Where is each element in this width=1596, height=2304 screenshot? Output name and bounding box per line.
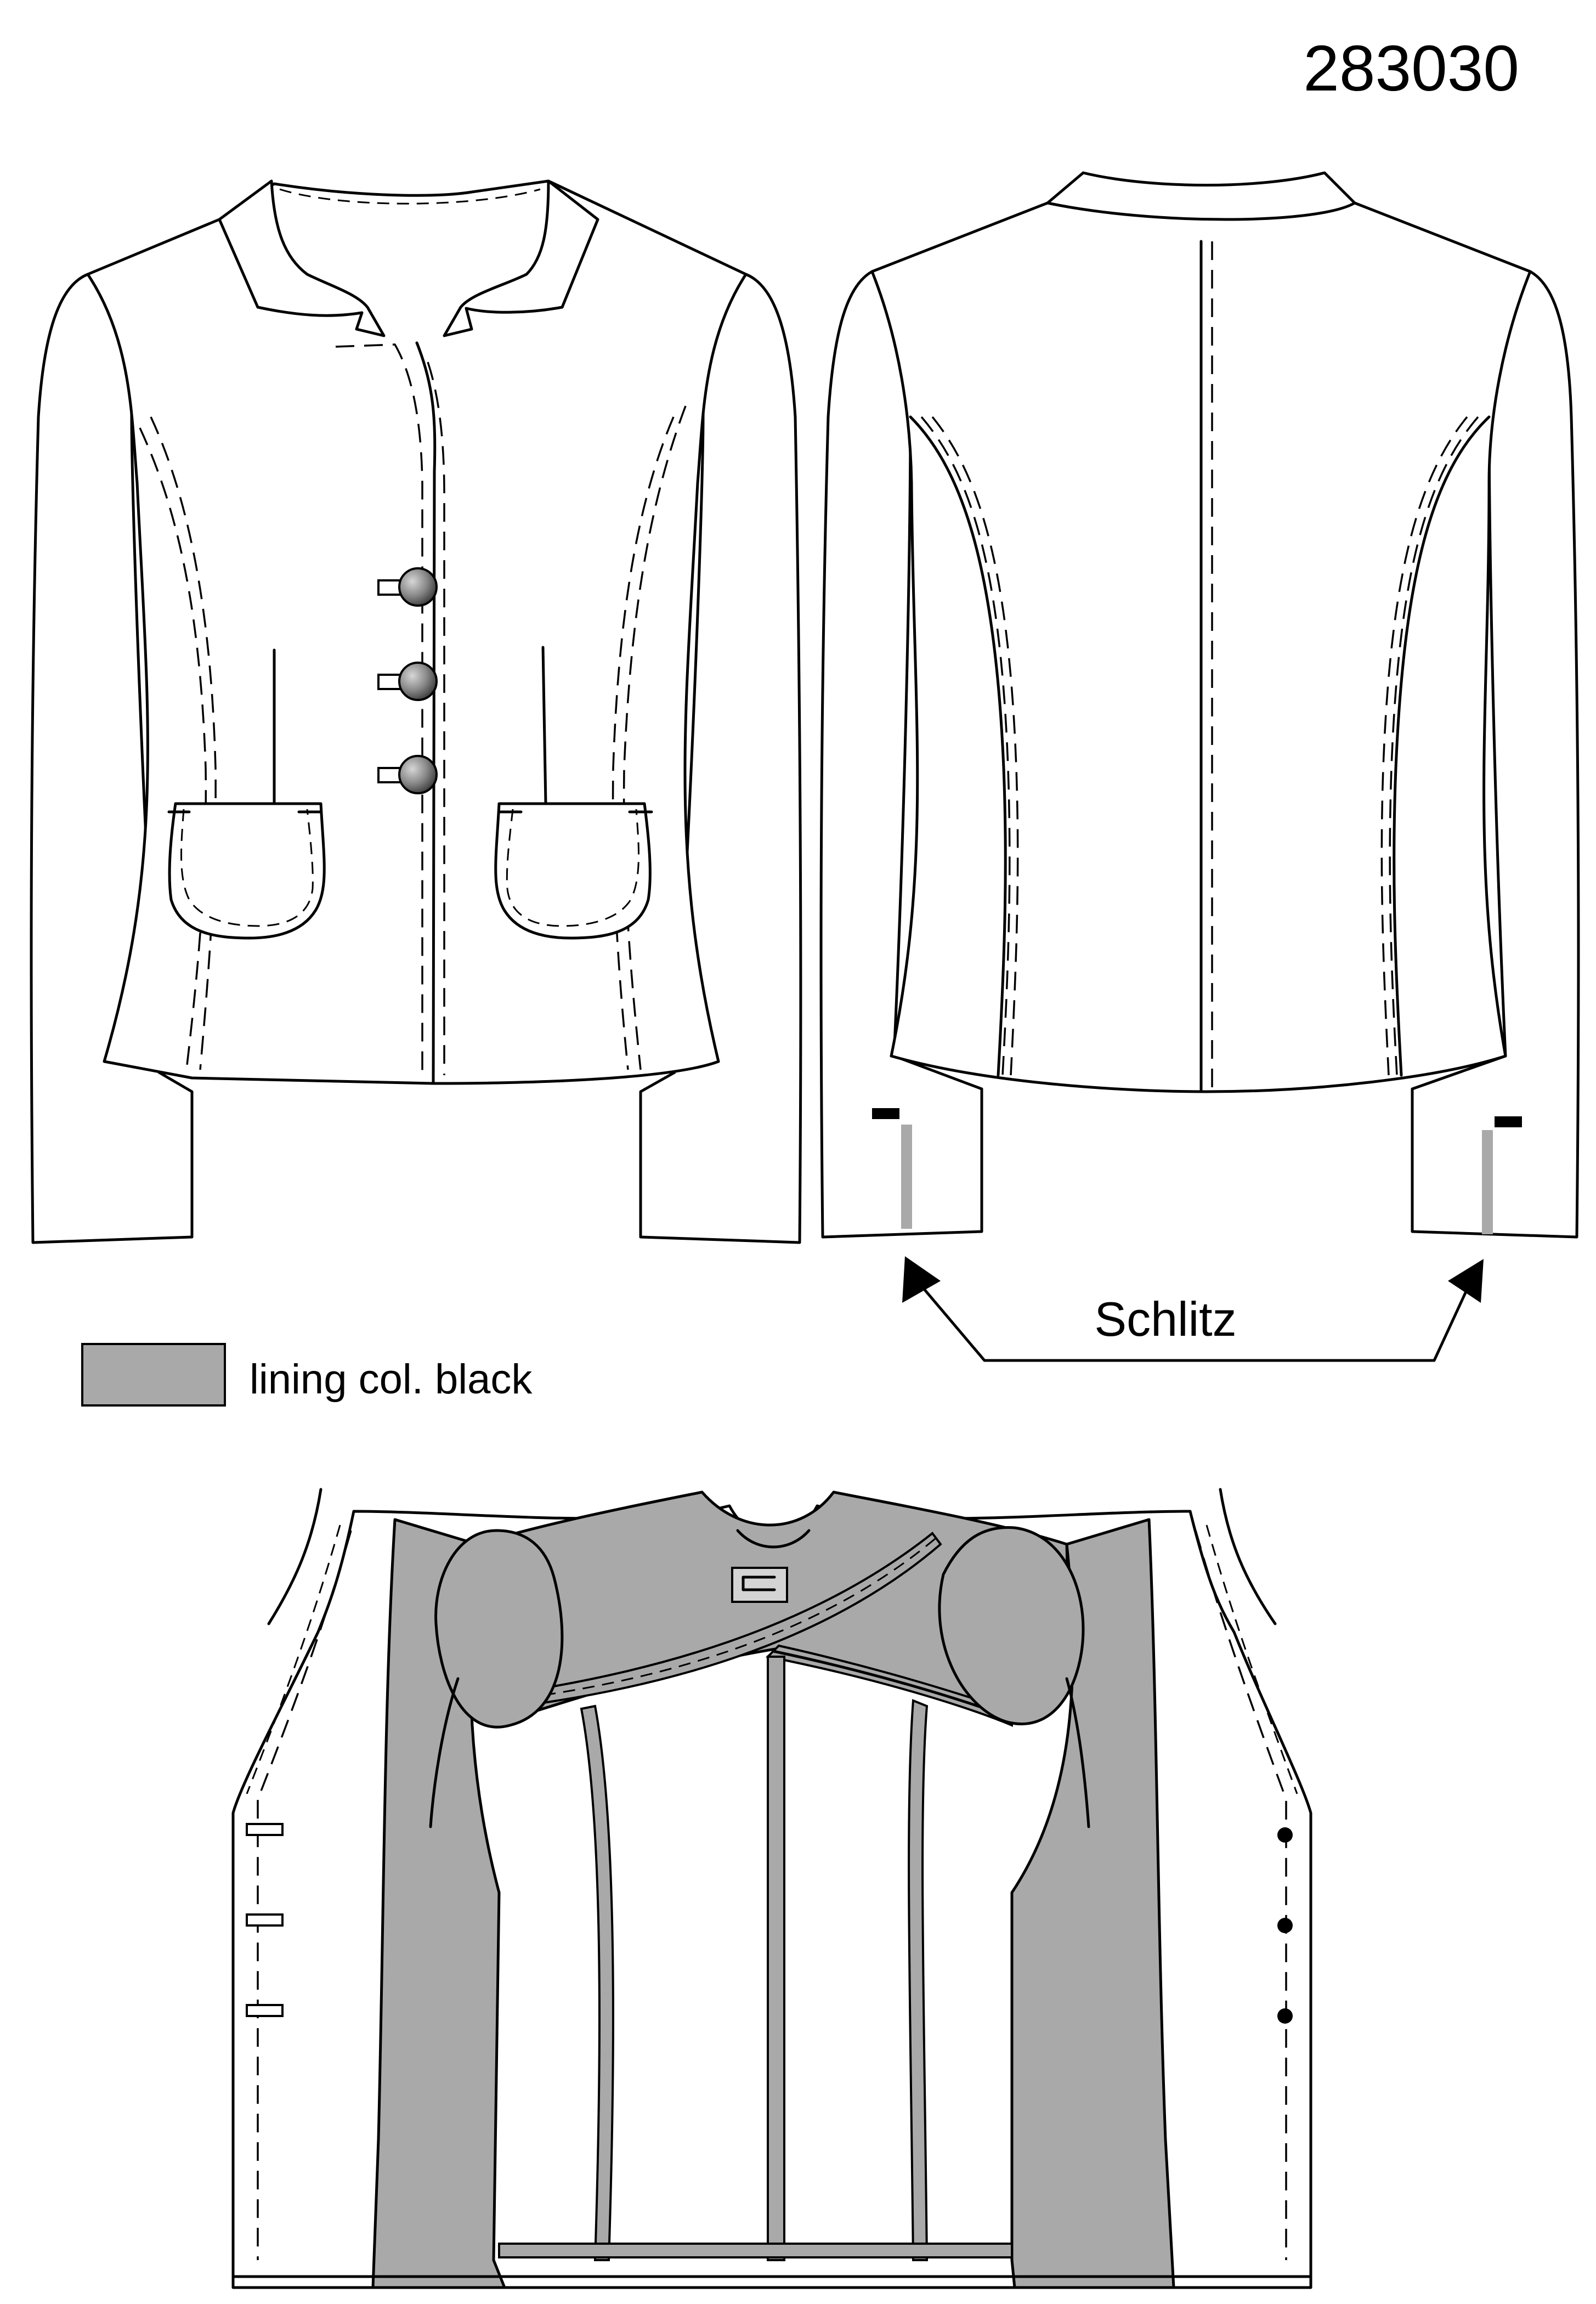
inside-armhole-right bbox=[1219, 1488, 1277, 1625]
front-dart-right bbox=[541, 646, 547, 805]
back-princess-seam-right-stitch-1 bbox=[1380, 416, 1468, 1076]
front-pocket-left-stitch bbox=[180, 809, 314, 927]
inside-facing-stitch-right-2 bbox=[1206, 1524, 1298, 1794]
back-neck-band bbox=[1046, 171, 1356, 221]
back-princess-seam-right-stitch-2 bbox=[1389, 416, 1479, 1076]
buttonhole-1 bbox=[246, 1823, 284, 1836]
front-collar-left bbox=[218, 179, 386, 337]
round-button-icon bbox=[398, 662, 438, 701]
inside-hanger-loop bbox=[736, 1529, 811, 1549]
front-pocket-left bbox=[168, 802, 326, 940]
front-princess-seam-left-1 bbox=[139, 427, 207, 1070]
front-center-stitch-left bbox=[335, 343, 423, 1075]
back-slit-left-bar bbox=[872, 1108, 899, 1119]
lining-seam-left bbox=[580, 1704, 614, 2261]
front-princess-seam-left-2 bbox=[150, 416, 217, 1070]
inside-facing-stitch-left bbox=[257, 1530, 352, 2260]
buttonhole-2 bbox=[246, 1913, 284, 1927]
inside-neck-label bbox=[731, 1567, 788, 1603]
lining-seam-center bbox=[767, 1656, 785, 2261]
legend-swatch bbox=[81, 1343, 226, 1407]
inside-view bbox=[231, 1488, 1312, 2289]
arrowhead-icon bbox=[902, 1256, 941, 1303]
arrowhead-icon bbox=[1448, 1259, 1484, 1303]
inside-sleeve-line-right bbox=[1065, 1677, 1090, 1828]
button-point-3 bbox=[1277, 2008, 1293, 2024]
back-slit-left-lining bbox=[901, 1125, 912, 1229]
front-button-1 bbox=[377, 567, 438, 607]
back-princess-seam-left-stitch-1 bbox=[931, 416, 1019, 1076]
slit-leader-line bbox=[922, 1287, 1469, 1362]
inside-armhole-left bbox=[267, 1488, 322, 1625]
front-princess-seam-right-1 bbox=[622, 405, 687, 1070]
inside-facing-stitch-left-2 bbox=[246, 1524, 341, 1794]
back-princess-seam-left bbox=[909, 415, 1007, 1077]
back-slit-right-lining bbox=[1482, 1130, 1493, 1234]
legend: lining col. black bbox=[81, 1343, 533, 1407]
front-neck-stitch bbox=[279, 188, 541, 205]
button-point-1 bbox=[1277, 1827, 1293, 1843]
inside-sleeve-line-left bbox=[429, 1677, 460, 1828]
slit-label: Schlitz bbox=[1094, 1292, 1236, 1346]
back-slit-right-bar bbox=[1495, 1116, 1522, 1127]
front-center-stitch-right bbox=[427, 362, 445, 1075]
lining-hem-band bbox=[498, 2243, 1013, 2258]
front-button-3 bbox=[377, 755, 438, 794]
inside-facing-stitch-right bbox=[1195, 1530, 1287, 2260]
article-number: 283030 bbox=[1303, 32, 1519, 105]
back-princess-seam-right bbox=[1393, 415, 1491, 1077]
shoulder-pad-left bbox=[434, 1529, 564, 1729]
front-body bbox=[86, 179, 748, 1085]
front-center-edge bbox=[415, 341, 437, 1085]
button-point-2 bbox=[1277, 1918, 1293, 1933]
legend-label: lining col. black bbox=[250, 1356, 533, 1403]
back-princess-seam-left-stitch-2 bbox=[920, 416, 1011, 1076]
front-button-2 bbox=[377, 662, 438, 701]
front-view bbox=[30, 179, 802, 1244]
lining-yoke-band-a-stitch bbox=[504, 1538, 936, 1702]
back-view: Schlitz bbox=[819, 171, 1580, 1362]
inside-neck-label-mark bbox=[742, 1575, 776, 1591]
buttonhole-3 bbox=[246, 2004, 284, 2017]
round-button-icon bbox=[398, 567, 438, 607]
front-collar-right bbox=[443, 179, 599, 337]
shoulder-pad-right bbox=[938, 1526, 1085, 1725]
front-pocket-right-stitch bbox=[506, 809, 639, 927]
front-princess-seam-right-2 bbox=[612, 416, 675, 1070]
front-pocket-right bbox=[494, 802, 652, 940]
lining-seam-right bbox=[908, 1699, 929, 2261]
round-button-icon bbox=[398, 755, 438, 794]
